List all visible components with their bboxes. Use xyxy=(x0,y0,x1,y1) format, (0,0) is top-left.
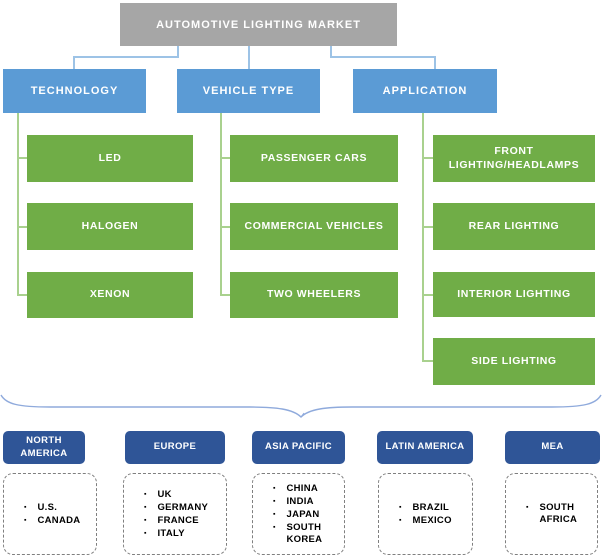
bullet-icon: ▪ xyxy=(144,529,147,537)
diagram-title: AUTOMOTIVE LIGHTING MARKET xyxy=(120,3,397,46)
item-two-wheelers: TWO WHEELERS xyxy=(230,272,398,318)
connector-line xyxy=(17,157,27,159)
region-north-america: NORTH AMERICA xyxy=(3,431,85,464)
bullet-icon: ▪ xyxy=(399,503,402,511)
connector-line xyxy=(220,226,230,228)
region-latin-america: LATIN AMERICA xyxy=(377,431,473,464)
list-item: ▪ITALY xyxy=(144,527,185,539)
bullet-icon: ▪ xyxy=(273,523,276,531)
item-side-lighting: SIDE LIGHTING xyxy=(433,338,595,385)
connector-line xyxy=(422,226,433,228)
bullet-icon: ▪ xyxy=(24,503,27,511)
connector-line xyxy=(330,56,436,58)
connector-line xyxy=(73,56,75,69)
bullet-icon: ▪ xyxy=(273,510,276,518)
connector-line xyxy=(177,46,179,56)
region-asia-pacific: ASIA PACIFIC xyxy=(252,431,345,464)
list-item: ▪BRAZIL xyxy=(399,501,450,513)
connector-line xyxy=(220,157,230,159)
connector-line xyxy=(17,294,27,296)
bullet-icon: ▪ xyxy=(144,516,147,524)
list-item: ▪SOUTH KOREA xyxy=(273,521,323,545)
connector-line xyxy=(220,294,230,296)
connector-line xyxy=(422,157,433,159)
list-item: ▪INDIA xyxy=(273,495,314,507)
connector-line xyxy=(434,56,436,69)
list-item: ▪U.S. xyxy=(24,501,58,513)
country-list-latin-america: ▪BRAZIL ▪MEXICO xyxy=(378,473,473,555)
list-item: ▪CHINA xyxy=(273,482,319,494)
bullet-icon: ▪ xyxy=(24,516,27,524)
item-halogen: HALOGEN xyxy=(27,203,193,250)
country-list-mea: ▪SOUTH AFRICA xyxy=(505,473,598,555)
item-commercial-vehicles: COMMERCIAL VEHICLES xyxy=(230,203,398,250)
item-interior-lighting: INTERIOR LIGHTING xyxy=(433,272,595,317)
country-list-europe: ▪UK ▪GERMANY ▪FRANCE ▪ITALY xyxy=(123,473,227,555)
bullet-icon: ▪ xyxy=(399,516,402,524)
item-front-lighting-headlamps: FRONT LIGHTING/HEADLAMPS xyxy=(433,135,595,182)
brace xyxy=(0,394,602,418)
connector-line xyxy=(220,113,222,295)
item-led: LED xyxy=(27,135,193,182)
bullet-icon: ▪ xyxy=(144,503,147,511)
connector-line xyxy=(17,226,27,228)
list-item: ▪GERMANY xyxy=(144,501,209,513)
connector-line xyxy=(17,113,19,295)
list-item: ▪FRANCE xyxy=(144,514,199,526)
connector-line xyxy=(422,294,433,296)
list-item: ▪MEXICO xyxy=(399,514,452,526)
region-mea: MEA xyxy=(505,431,600,464)
item-rear-lighting: REAR LIGHTING xyxy=(433,203,595,250)
list-item: ▪SOUTH AFRICA xyxy=(526,502,578,525)
country-list-north-america: ▪U.S. ▪CANADA xyxy=(3,473,97,555)
bullet-icon: ▪ xyxy=(526,504,529,511)
segment-vehicle-type: VEHICLE TYPE xyxy=(177,69,320,113)
connector-line xyxy=(248,46,250,69)
bullet-icon: ▪ xyxy=(144,490,147,498)
bullet-icon: ▪ xyxy=(273,484,276,492)
list-item: ▪JAPAN xyxy=(273,508,320,520)
region-europe: EUROPE xyxy=(125,431,225,464)
item-xenon: XENON xyxy=(27,272,193,318)
item-passenger-cars: PASSENGER CARS xyxy=(230,135,398,182)
connector-line xyxy=(422,113,424,361)
list-item: ▪CANADA xyxy=(24,514,81,526)
connector-line xyxy=(73,56,179,58)
country-list-asia-pacific: ▪CHINA ▪INDIA ▪JAPAN ▪SOUTH KOREA xyxy=(252,473,345,555)
list-item: ▪UK xyxy=(144,488,172,500)
segment-application: APPLICATION xyxy=(353,69,497,113)
segment-technology: TECHNOLOGY xyxy=(3,69,146,113)
connector-line xyxy=(422,360,433,362)
bullet-icon: ▪ xyxy=(273,497,276,505)
connector-line xyxy=(330,46,332,56)
